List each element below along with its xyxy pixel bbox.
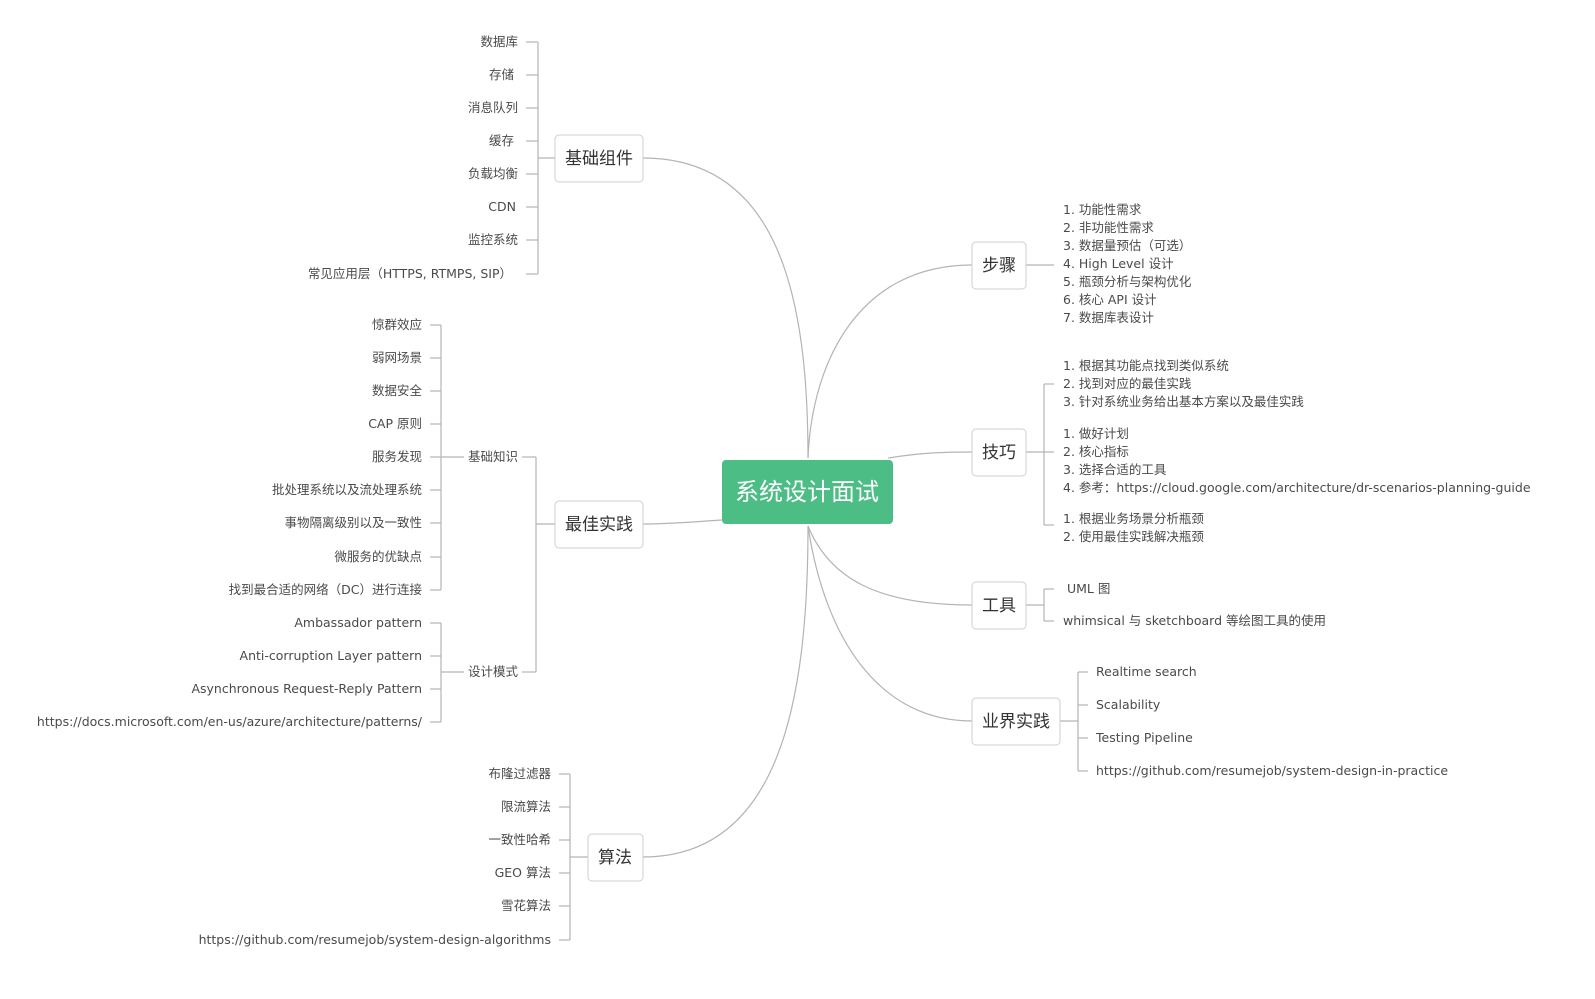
leaf-step-4[interactable]: 4. High Level 设计 xyxy=(1063,256,1174,271)
leaf-thundering-herd[interactable]: 惊群效应 xyxy=(372,317,422,332)
design-pattern-leaves: Ambassador pattern Anti-corruption Layer… xyxy=(37,615,423,729)
leaf-step-6[interactable]: 6. 核心 API 设计 xyxy=(1063,292,1157,307)
leaf-tip-2-4: 4. 参考：https://cloud.google.com/architect… xyxy=(1063,480,1531,495)
leaf-service-discovery[interactable]: 服务发现 xyxy=(372,449,422,464)
central-node[interactable]: 系统设计面试 xyxy=(722,460,893,524)
leaf-anti-corruption[interactable]: Anti-corruption Layer pattern xyxy=(240,648,422,663)
leaf-async-request-reply[interactable]: Asynchronous Request-Reply Pattern xyxy=(191,681,422,696)
branch-algorithms[interactable]: 算法 xyxy=(587,833,644,882)
branch-steps[interactable]: 步骤 xyxy=(971,241,1027,290)
branch-tips[interactable]: 技巧 xyxy=(971,428,1027,477)
leaf-tip-1-3: 3. 针对系统业务给出基本方案以及最佳实践 xyxy=(1063,394,1304,409)
leaf-application-layer[interactable]: 常见应用层（HTTPS, RTMPS, SIP） xyxy=(308,266,512,281)
leaf-tip-1-1: 1. 根据其功能点找到类似系统 xyxy=(1063,358,1229,373)
leaf-cache[interactable]: 缓存 xyxy=(489,133,514,148)
leaf-patterns-link[interactable]: https://docs.microsoft.com/en-us/azure/a… xyxy=(37,714,423,729)
leaf-uml[interactable]: UML 图 xyxy=(1067,581,1110,596)
leaf-scalability[interactable]: Scalability xyxy=(1096,697,1161,712)
leaf-isolation-consistency[interactable]: 事物隔离级别以及一致性 xyxy=(284,515,422,530)
branch-label: 算法 xyxy=(598,848,632,868)
leaf-realtime-search[interactable]: Realtime search xyxy=(1096,664,1197,679)
leaf-cdn[interactable]: CDN xyxy=(488,199,516,214)
leaf-cap[interactable]: CAP 原则 xyxy=(368,416,422,431)
leaf-testing-pipeline[interactable]: Testing Pipeline xyxy=(1095,730,1193,745)
tools-leaves: UML 图 whimsical 与 sketchboard 等绘图工具的使用 xyxy=(1063,581,1326,628)
steps-leaves: 1. 功能性需求 2. 非功能性需求 3. 数据量预估（可选） 4. High … xyxy=(1063,202,1192,325)
leaf-database[interactable]: 数据库 xyxy=(480,34,518,49)
leaf-weak-network[interactable]: 弱网场景 xyxy=(372,350,422,365)
leaf-consistent-hashing[interactable]: 一致性哈希 xyxy=(488,832,551,847)
leaf-tip-2-1: 1. 做好计划 xyxy=(1063,426,1129,441)
tips-group-2[interactable]: 1. 做好计划 2. 核心指标 3. 选择合适的工具 4. 参考：https:/… xyxy=(1063,426,1531,495)
branch-label: 步骤 xyxy=(982,256,1016,276)
leaf-algorithms-link[interactable]: https://github.com/resumejob/system-desi… xyxy=(199,932,551,947)
branch-basic-components[interactable]: 基础组件 xyxy=(554,134,644,183)
leaf-microservices[interactable]: 微服务的优缺点 xyxy=(334,549,422,564)
leaf-bloom-filter[interactable]: 布隆过滤器 xyxy=(488,766,551,781)
branch-industry-practice[interactable]: 业界实践 xyxy=(971,697,1061,746)
branch-label: 最佳实践 xyxy=(565,515,633,535)
leaf-tip-2-3: 3. 选择合适的工具 xyxy=(1063,462,1167,477)
connector-lines xyxy=(430,41,1088,941)
tips-group-1[interactable]: 1. 根据其功能点找到类似系统 2. 找到对应的最佳实践 3. 针对系统业务给出… xyxy=(1063,358,1304,409)
algorithm-leaves: 布隆过滤器 限流算法 一致性哈希 GEO 算法 雪花算法 https://git… xyxy=(199,766,552,947)
leaf-geo[interactable]: GEO 算法 xyxy=(495,865,551,880)
leaf-rate-limiting[interactable]: 限流算法 xyxy=(501,799,551,814)
tips-group-3[interactable]: 1. 根据业务场景分析瓶颈 2. 使用最佳实践解决瓶颈 xyxy=(1063,511,1204,544)
leaf-storage[interactable]: 存储 xyxy=(489,67,514,82)
leaf-batch-stream[interactable]: 批处理系统以及流处理系统 xyxy=(272,482,422,497)
leaf-network-dc[interactable]: 找到最合适的网络（DC）进行连接 xyxy=(229,582,423,597)
leaf-monitoring[interactable]: 监控系统 xyxy=(468,232,518,247)
leaf-drawing-tools[interactable]: whimsical 与 sketchboard 等绘图工具的使用 xyxy=(1063,613,1326,628)
branch-label: 基础组件 xyxy=(565,149,633,169)
leaf-step-5[interactable]: 5. 瓶颈分析与架构优化 xyxy=(1063,274,1192,289)
leaf-tip-3-2: 2. 使用最佳实践解决瓶颈 xyxy=(1063,529,1204,544)
basic-components-leaves: 数据库 存储 消息队列 缓存 负载均衡 CDN 监控系统 常见应用层（HTTPS… xyxy=(308,34,518,281)
branch-tools[interactable]: 工具 xyxy=(971,581,1027,630)
branch-label: 技巧 xyxy=(982,443,1016,463)
leaf-tip-3-1: 1. 根据业务场景分析瓶颈 xyxy=(1063,511,1204,526)
branch-label: 业界实践 xyxy=(982,712,1050,732)
leaf-tip-1-2: 2. 找到对应的最佳实践 xyxy=(1063,376,1192,391)
leaf-step-2[interactable]: 2. 非功能性需求 xyxy=(1063,220,1154,235)
leaf-step-3[interactable]: 3. 数据量预估（可选） xyxy=(1063,238,1191,253)
basic-knowledge-leaves: 惊群效应 弱网场景 数据安全 CAP 原则 服务发现 批处理系统以及流处理系统 … xyxy=(229,317,423,597)
branch-best-practices[interactable]: 最佳实践 xyxy=(554,500,644,549)
leaf-data-security[interactable]: 数据安全 xyxy=(372,383,423,398)
central-title: 系统设计面试 xyxy=(735,478,879,506)
sub-design-patterns[interactable]: 设计模式 xyxy=(468,664,519,679)
leaf-step-1[interactable]: 1. 功能性需求 xyxy=(1063,202,1142,217)
leaf-step-7[interactable]: 7. 数据库表设计 xyxy=(1063,310,1154,325)
leaf-ambassador[interactable]: Ambassador pattern xyxy=(294,615,422,630)
leaf-load-balancing[interactable]: 负载均衡 xyxy=(468,166,518,181)
leaf-message-queue[interactable]: 消息队列 xyxy=(468,100,518,115)
leaf-tip-2-2: 2. 核心指标 xyxy=(1063,444,1129,459)
sub-basic-knowledge[interactable]: 基础知识 xyxy=(468,449,518,464)
branch-label: 工具 xyxy=(982,596,1016,616)
leaf-practice-link[interactable]: https://github.com/resumejob/system-desi… xyxy=(1096,763,1448,778)
leaf-snowflake[interactable]: 雪花算法 xyxy=(501,898,551,913)
industry-leaves: Realtime search Scalability Testing Pipe… xyxy=(1095,664,1448,778)
